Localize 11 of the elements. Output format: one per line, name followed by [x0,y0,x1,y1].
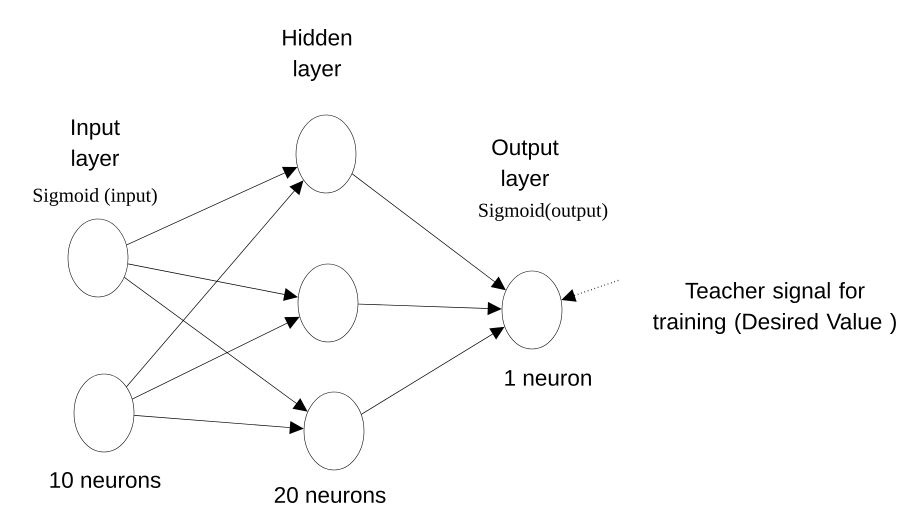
neuron-circle [298,264,358,342]
layer-label: Output layer [492,139,559,191]
neuron-circle [68,218,128,298]
count-label: 1 neuron [505,370,591,386]
neuron-circle [502,270,562,350]
neuron-circle [296,114,356,194]
arrow [126,166,298,246]
arrow [352,173,506,290]
neuron-circle [74,374,134,452]
neuron-circle [304,392,364,470]
teacher-signal-text: Teacher signal for training (Desired Value ) [653,282,896,334]
